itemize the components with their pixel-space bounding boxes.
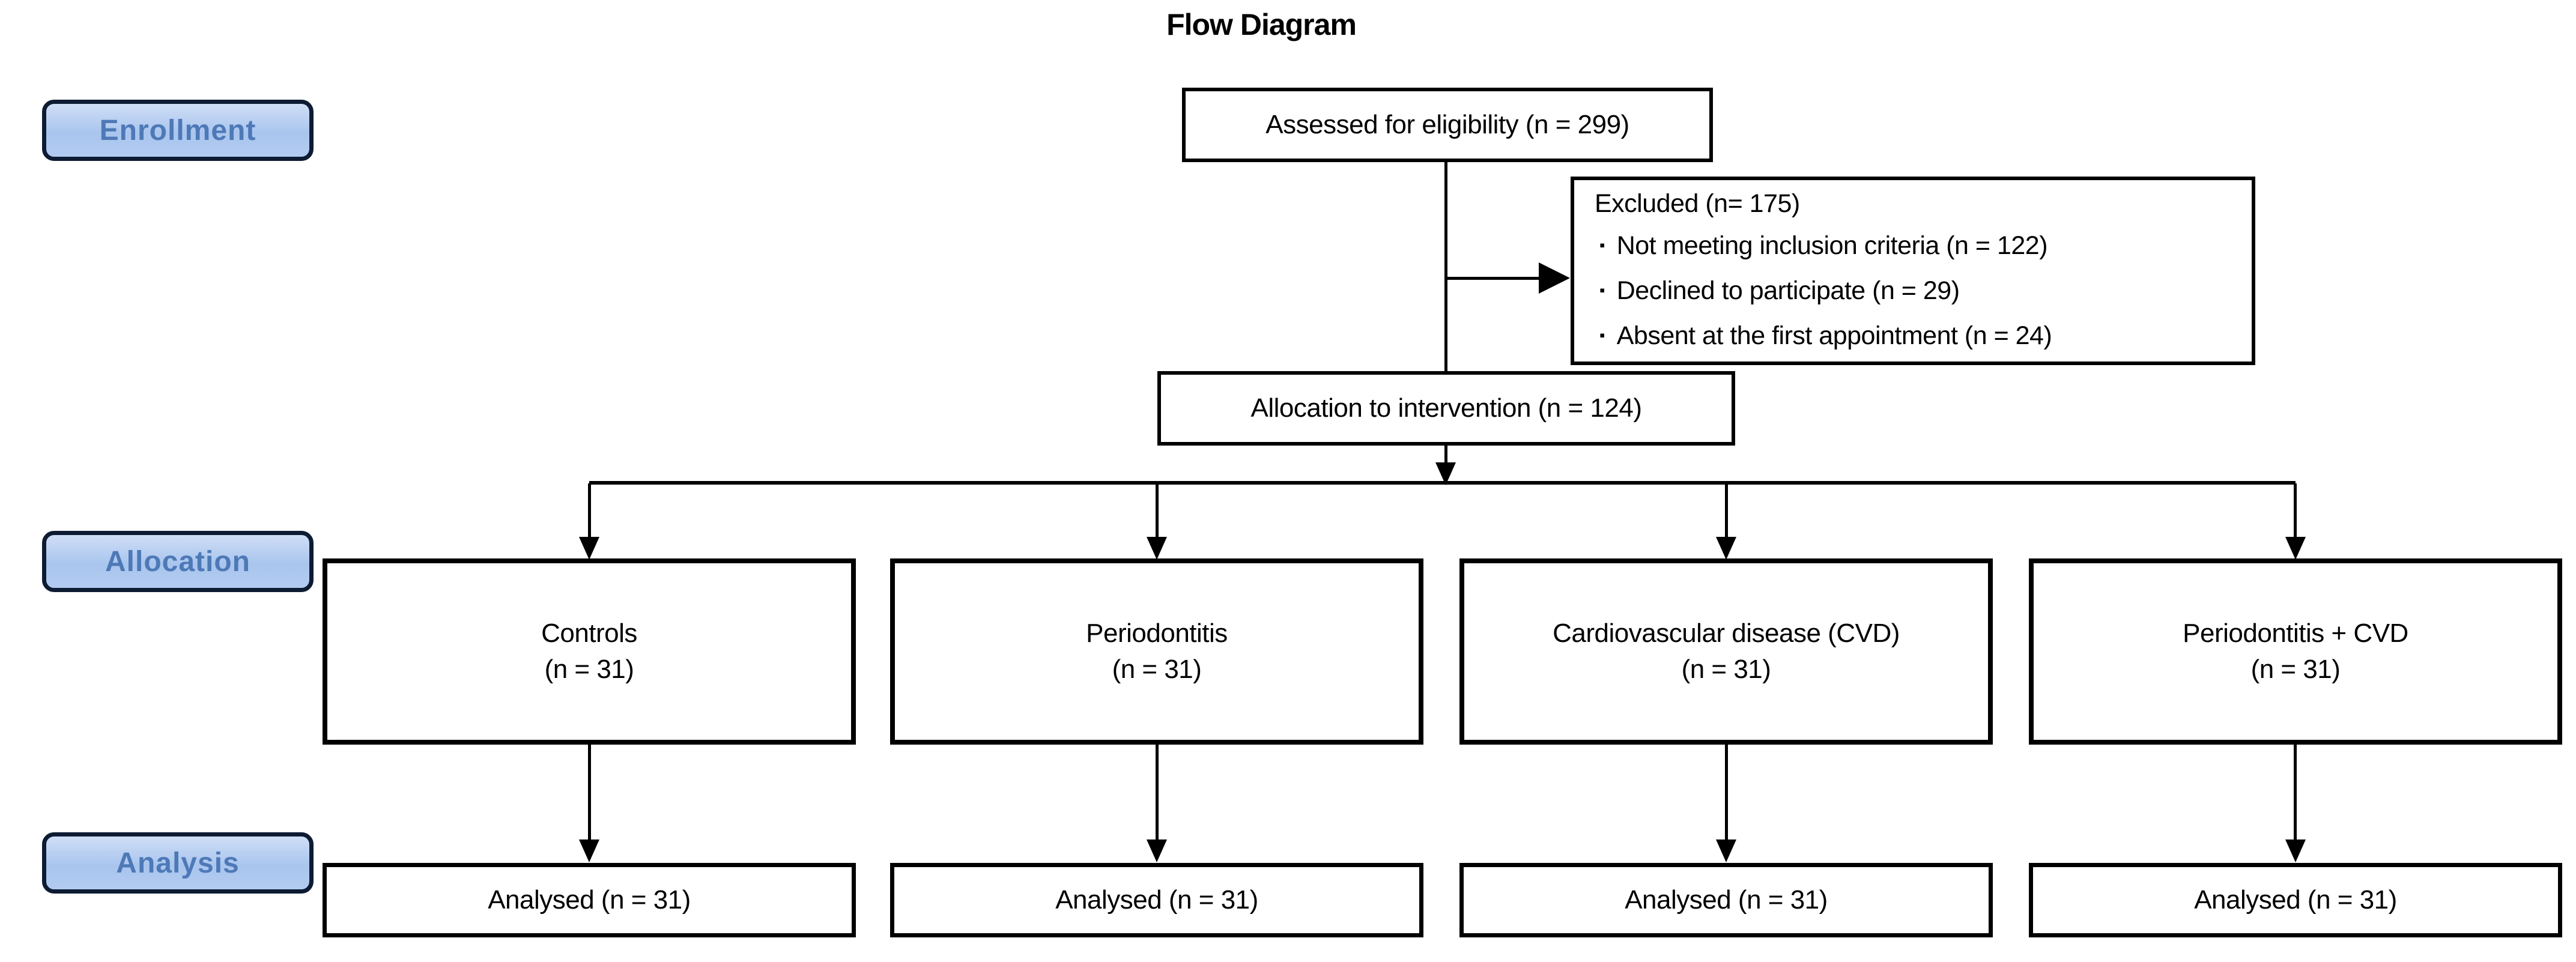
group-box-perio-cvd: Periodontitis + CVD (n = 31)	[2029, 558, 2562, 745]
group-n: (n = 31)	[1112, 655, 1202, 684]
stage-badge-analysis: Analysis	[42, 832, 314, 894]
analysed-label: Analysed (n = 31)	[1055, 885, 1258, 915]
page-title: Flow Diagram	[1166, 8, 1357, 41]
excluded-item-text: Declined to participate (n = 29)	[1616, 276, 1960, 305]
assessed-for-eligibility-label: Assessed for eligibility (n = 299)	[1265, 110, 1629, 139]
connector-cvd-to-analysed	[1725, 745, 1728, 842]
arrowhead-to-excluded-icon	[1539, 262, 1570, 294]
connector-drop-periodontitis	[1156, 483, 1159, 539]
connector-allocation-to-distributor	[1444, 446, 1447, 466]
analysed-box-cvd: Analysed (n = 31)	[1459, 863, 1993, 937]
group-n: (n = 31)	[544, 655, 634, 684]
excluded-item: ▪ Not meeting inclusion criteria (n = 12…	[1595, 225, 2048, 270]
arrowhead-cvd-icon	[1716, 537, 1736, 560]
bullet-square-icon: ▪	[1599, 325, 1605, 344]
connector-drop-controls	[588, 483, 591, 539]
connector-drop-perio-cvd	[2294, 483, 2297, 539]
arrowhead-perio-cvd-icon	[2285, 537, 2306, 560]
group-n: (n = 31)	[1681, 655, 1771, 684]
excluded-item: ▪ Absent at the first appointment (n = 2…	[1595, 315, 2052, 360]
group-name: Periodontitis	[1086, 619, 1228, 648]
assessed-for-eligibility-box: Assessed for eligibility (n = 299)	[1182, 88, 1713, 162]
stage-badge-allocation: Allocation	[42, 531, 314, 592]
stage-badge-analysis-label: Analysis	[116, 847, 240, 879]
analysed-box-controls: Analysed (n = 31)	[323, 863, 856, 937]
excluded-box: Excluded (n= 175) ▪ Not meeting inclusio…	[1571, 177, 2255, 365]
group-name: Cardiovascular disease (CVD)	[1553, 619, 1900, 648]
stage-badge-enrollment: Enrollment	[42, 100, 314, 161]
bullet-square-icon: ▪	[1599, 280, 1605, 299]
connector-perio-cvd-to-analysed	[2294, 745, 2297, 842]
arrowhead-analysed-controls-icon	[579, 839, 599, 862]
allocation-to-intervention-label: Allocation to intervention (n = 124)	[1250, 393, 1642, 423]
arrowhead-analysed-periodontitis-icon	[1147, 839, 1167, 862]
arrowhead-analysed-perio-cvd-icon	[2285, 839, 2306, 862]
connector-controls-to-analysed	[588, 745, 591, 842]
analysed-box-periodontitis: Analysed (n = 31)	[890, 863, 1423, 937]
bullet-square-icon: ▪	[1599, 235, 1605, 254]
allocation-to-intervention-box: Allocation to intervention (n = 124)	[1157, 371, 1735, 446]
analysed-box-perio-cvd: Analysed (n = 31)	[2029, 863, 2562, 937]
group-box-cvd: Cardiovascular disease (CVD) (n = 31)	[1459, 558, 1993, 745]
analysed-label: Analysed (n = 31)	[488, 885, 691, 915]
analysed-label: Analysed (n = 31)	[1625, 885, 1828, 915]
excluded-item: ▪ Declined to participate (n = 29)	[1595, 270, 1960, 315]
connector-assessed-to-allocation	[1444, 162, 1447, 371]
excluded-heading: Excluded (n= 175)	[1595, 189, 1800, 218]
stage-badge-allocation-label: Allocation	[105, 545, 250, 578]
group-name: Periodontitis + CVD	[2183, 619, 2408, 648]
arrowhead-periodontitis-icon	[1147, 537, 1167, 560]
group-box-periodontitis: Periodontitis (n = 31)	[890, 558, 1423, 745]
arrowhead-analysed-cvd-icon	[1716, 839, 1736, 862]
group-box-controls: Controls (n = 31)	[323, 558, 856, 745]
connector-branch-to-excluded	[1446, 277, 1541, 280]
group-name: Controls	[541, 619, 637, 648]
stage-badge-enrollment-label: Enrollment	[99, 114, 256, 147]
connector-periodontitis-to-analysed	[1156, 745, 1159, 842]
excluded-item-text: Not meeting inclusion criteria (n = 122)	[1616, 231, 2048, 260]
arrowhead-controls-icon	[579, 537, 599, 560]
group-n: (n = 31)	[2250, 655, 2341, 684]
analysed-label: Analysed (n = 31)	[2194, 885, 2397, 915]
connector-drop-cvd	[1725, 483, 1728, 539]
distributor-line	[589, 481, 2296, 485]
excluded-item-text: Absent at the first appointment (n = 24)	[1616, 321, 2052, 350]
